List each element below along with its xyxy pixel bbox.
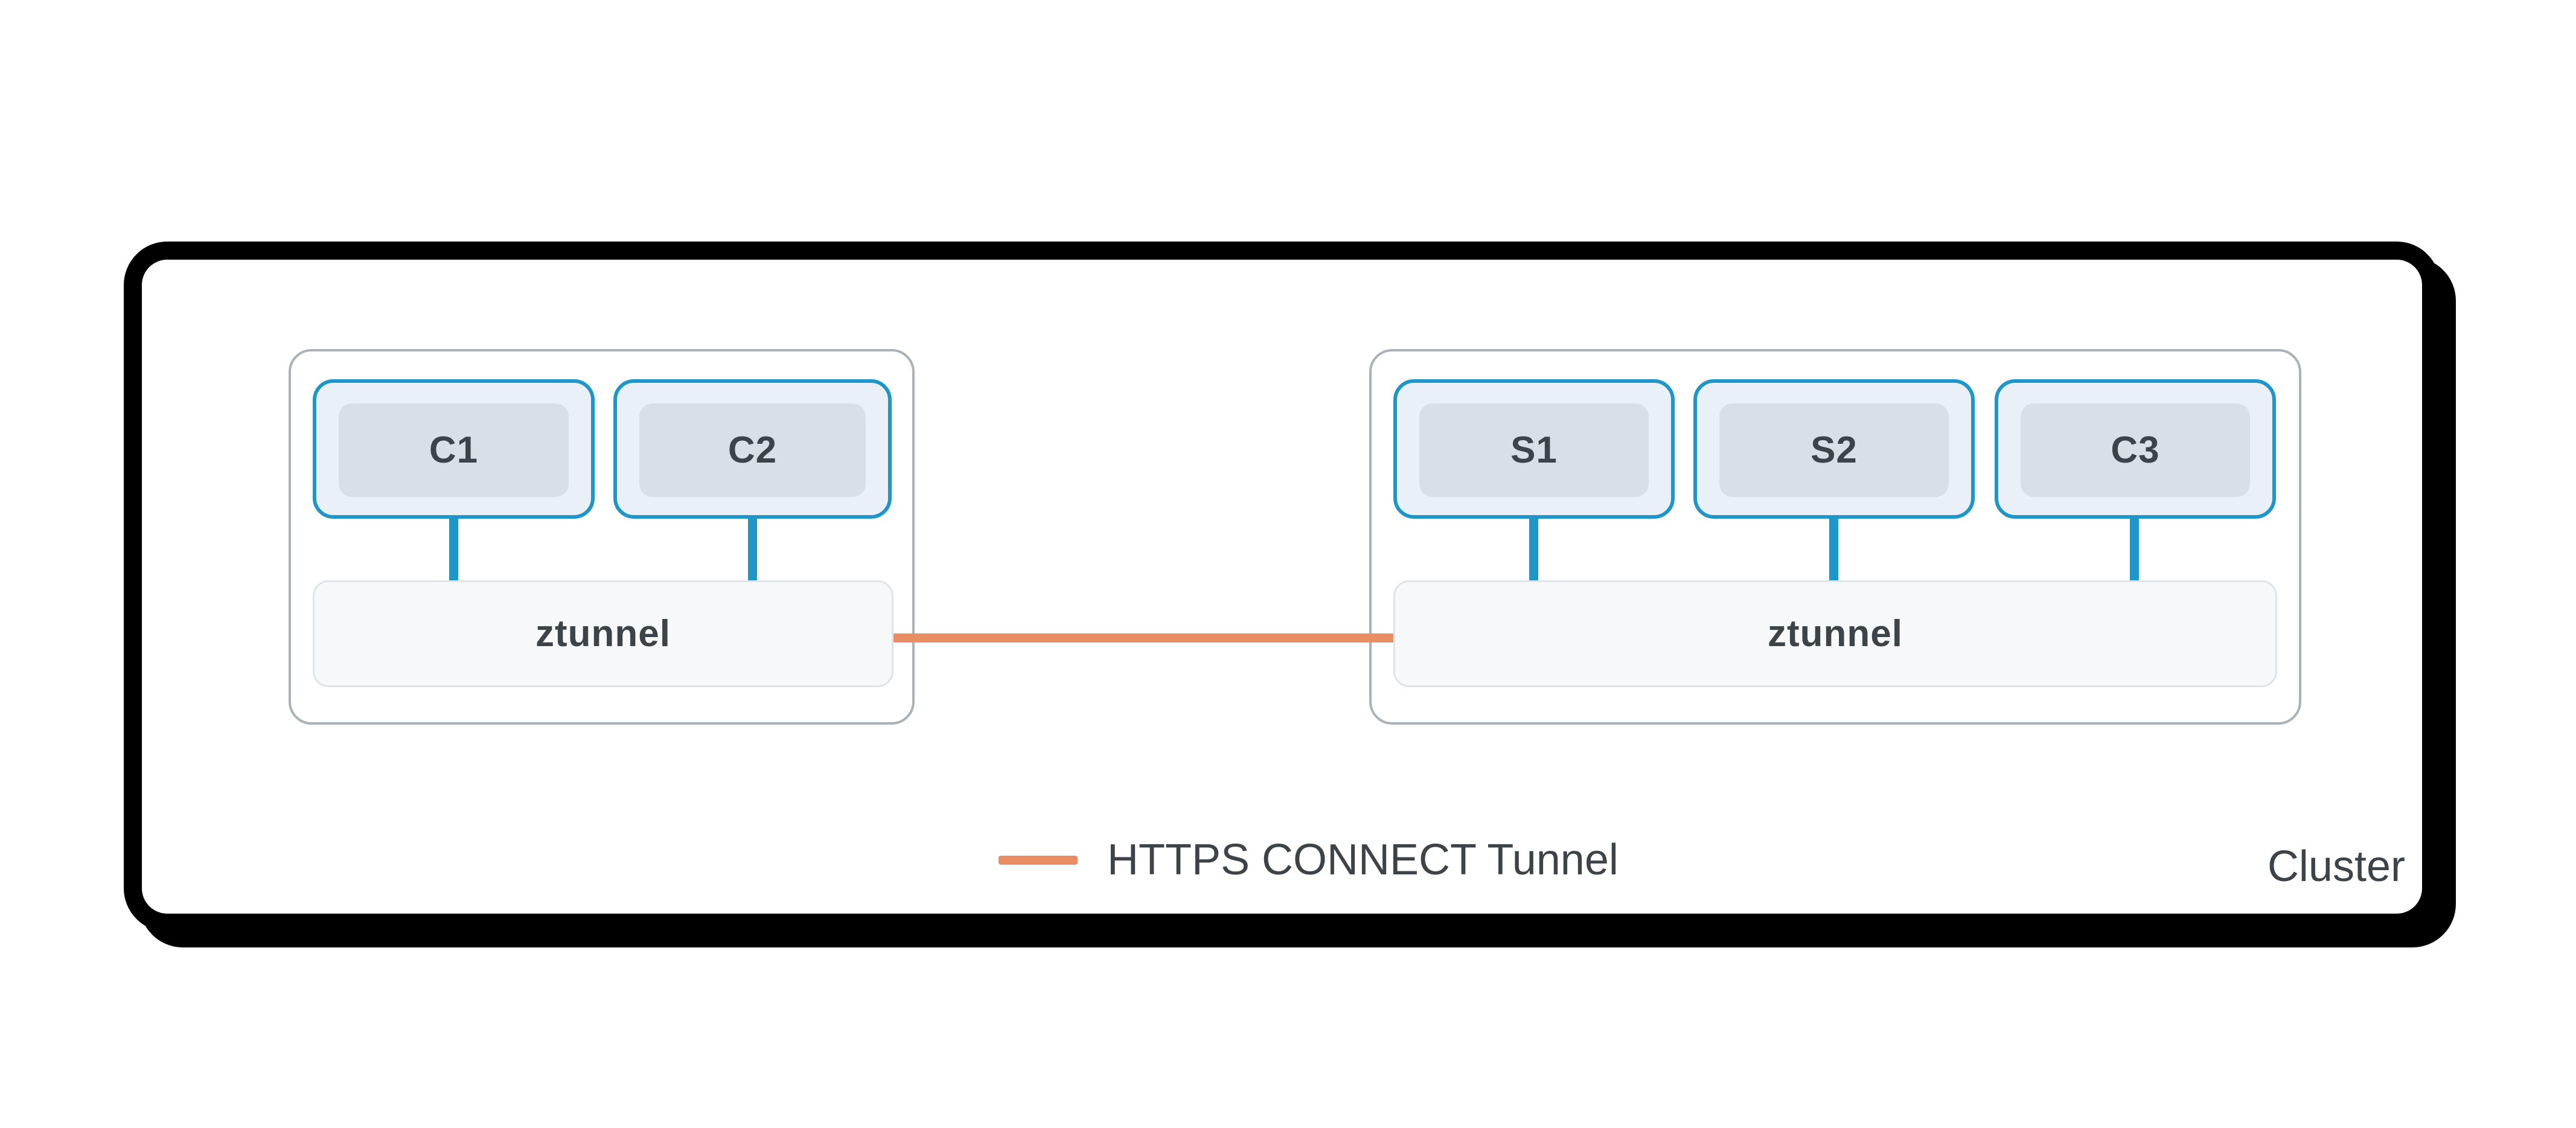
pod-c3-label: C3 [2111,429,2160,471]
pod-c3-container: C3 [2021,403,2250,497]
pod-c2-label: C2 [727,429,778,471]
connector-s1-ztunnel [1529,519,1538,582]
pod-c2-container: C2 [639,403,866,497]
ztunnel-label-node-a: ztunnel [535,613,671,655]
ztunnel-label-node-b: ztunnel [1768,613,1903,655]
legend-tunnel-label: HTTPS CONNECT Tunnel [1107,836,1619,884]
pod-s2-label: S2 [1811,429,1858,471]
pod-s2: S2 [1693,379,1975,519]
pod-c1: C1 [313,379,595,519]
https-connect-tunnel-line [892,633,1395,643]
pod-c3: C3 [1995,379,2276,519]
connector-c2-ztunnel [748,519,757,582]
connector-s2-ztunnel [1829,519,1838,582]
connector-c1-ztunnel [449,519,458,582]
pod-c1-label: C1 [429,429,479,471]
cluster-label: Cluster [2267,842,2405,891]
pod-s1-label: S1 [1510,429,1558,471]
legend-tunnel-swatch [999,856,1078,865]
pod-c2: C2 [613,379,892,519]
pod-c1-container: C1 [339,403,569,497]
ztunnel-box-node-b: ztunnel [1393,580,2277,687]
pod-s1-container: S1 [1419,403,1649,497]
pod-s2-container: S2 [1719,403,1949,497]
connector-c3-ztunnel [2130,519,2139,582]
pod-s1: S1 [1393,379,1675,519]
ztunnel-box-node-a: ztunnel [313,580,893,687]
